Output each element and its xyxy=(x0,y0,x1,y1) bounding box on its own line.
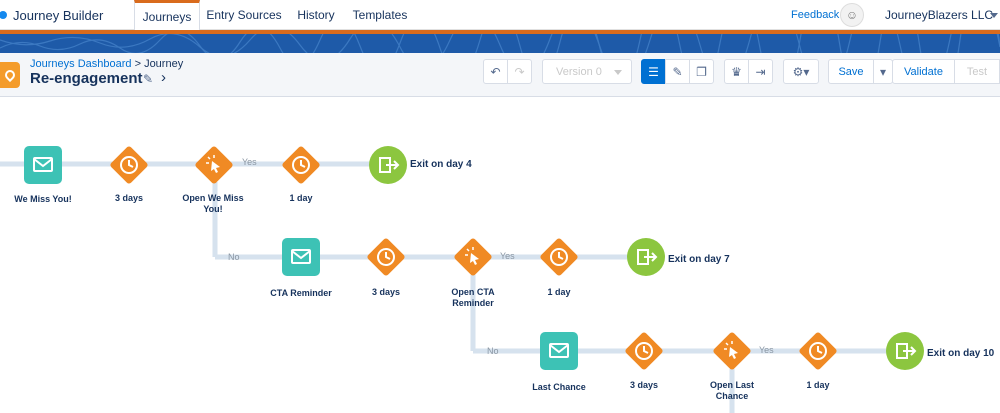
redo-icon: ↷ xyxy=(514,64,525,79)
branch-label-no: No xyxy=(487,346,499,356)
save-button[interactable]: Save xyxy=(828,59,874,84)
wait-activity-1-day-3[interactable] xyxy=(796,329,840,373)
trophy-icon: ♛ xyxy=(731,64,742,79)
node-label: Open CTA Reminder xyxy=(451,287,495,308)
feedback-link[interactable]: Feedback xyxy=(791,9,840,21)
accent-divider xyxy=(0,30,1000,34)
save-menu-button[interactable]: ▾ xyxy=(873,59,893,84)
node-label: Last Chance xyxy=(532,382,586,392)
branch-label-yes: Yes xyxy=(242,157,257,167)
edit-button[interactable]: ✎ xyxy=(665,59,690,84)
pencil-icon[interactable]: ✎ xyxy=(143,72,154,86)
wait-activity-3-days[interactable] xyxy=(107,143,151,187)
node-label: 1 day xyxy=(547,287,571,297)
copy-button[interactable]: ❐ xyxy=(689,59,714,84)
chevron-down-icon[interactable] xyxy=(990,13,998,18)
wait-activity-3-days-2[interactable] xyxy=(364,235,408,279)
app-title: Journey Builder xyxy=(13,7,104,23)
top-nav: Journey Builder Journeys Entry Sources H… xyxy=(0,0,1000,30)
node-label: We Miss You! xyxy=(14,194,72,204)
breadcrumb-dashboard-link[interactable]: Journeys Dashboard xyxy=(30,58,132,70)
email-activity-cta-reminder[interactable] xyxy=(282,238,320,276)
journey-icon xyxy=(0,62,20,88)
filter-button[interactable]: ☰ xyxy=(641,59,666,84)
node-label: CTA Reminder xyxy=(270,288,332,298)
exit-label: Exit on day 10 xyxy=(927,348,995,359)
validate-button[interactable]: Validate xyxy=(892,59,955,84)
page-title: Re-engagement xyxy=(30,70,143,87)
pencil-icon: ✎ xyxy=(672,64,683,79)
breadcrumb-current: Journey xyxy=(144,58,184,70)
app-logo-icon xyxy=(0,11,7,19)
decision-split-open-we-miss-you[interactable] xyxy=(192,143,236,187)
redo-button[interactable]: ↷ xyxy=(507,59,532,84)
node-label: 1 day xyxy=(289,193,313,203)
node-label: 3 days xyxy=(371,287,401,297)
version-value: Version 0 xyxy=(556,65,602,78)
decision-split-open-cta-reminder[interactable] xyxy=(451,235,495,279)
undo-button[interactable]: ↶ xyxy=(483,59,508,84)
breadcrumb-separator: > xyxy=(131,58,145,70)
node-label: 3 days xyxy=(114,193,144,203)
exit-node-day-4[interactable] xyxy=(369,146,407,184)
filter-icon: ☰ xyxy=(648,64,659,79)
chevron-down-icon xyxy=(614,70,622,75)
exit-node-day-7[interactable] xyxy=(627,238,665,276)
node-label: 3 days xyxy=(629,380,659,390)
settings-button[interactable]: ⚙▾ xyxy=(783,59,819,84)
chevron-right-icon[interactable]: › xyxy=(161,69,166,86)
undo-icon: ↶ xyxy=(490,64,501,79)
node-label: 1 day xyxy=(806,380,830,390)
chevron-down-icon: ▾ xyxy=(879,64,887,79)
branch-label-yes: Yes xyxy=(759,345,774,355)
tab-journeys[interactable]: Journeys xyxy=(134,0,200,30)
exit-label: Exit on day 7 xyxy=(668,254,730,265)
test-button[interactable]: Test xyxy=(954,59,1000,84)
email-activity-we-miss-you[interactable] xyxy=(24,146,62,184)
decorative-banner xyxy=(0,34,1000,53)
exit-criteria-button[interactable]: ⇥ xyxy=(748,59,773,84)
branch-label-yes: Yes xyxy=(500,251,515,261)
decision-split-open-last-chance[interactable] xyxy=(710,329,754,373)
wait-activity-1-day[interactable] xyxy=(279,143,323,187)
org-switcher[interactable]: JourneyBlazers LLC xyxy=(885,8,994,22)
breadcrumb: Journeys Dashboard > Journey xyxy=(30,58,183,70)
node-label: Open We Miss You! xyxy=(182,193,244,214)
app-brand[interactable]: Journey Builder xyxy=(0,0,103,30)
tab-history[interactable]: History xyxy=(297,8,335,22)
exit-label: Exit on day 4 xyxy=(410,159,472,170)
branch-label-no: No xyxy=(228,252,240,262)
copy-icon: ❐ xyxy=(696,64,707,79)
node-label: Open Last Chance xyxy=(709,380,754,401)
exit-icon: ⇥ xyxy=(755,64,766,79)
exit-node-day-10[interactable] xyxy=(886,332,924,370)
wait-activity-1-day-2[interactable] xyxy=(537,235,581,279)
goal-button[interactable]: ♛ xyxy=(724,59,749,84)
wait-activity-3-days-3[interactable] xyxy=(622,329,666,373)
tab-entry-sources[interactable]: Entry Sources xyxy=(206,8,282,22)
email-activity-last-chance[interactable] xyxy=(540,332,578,370)
journey-canvas[interactable]: We Miss You! 3 days Open We Miss You! 1 … xyxy=(0,97,1000,413)
gear-icon: ⚙▾ xyxy=(792,64,810,79)
version-select[interactable]: Version 0 xyxy=(542,59,632,84)
tab-templates[interactable]: Templates xyxy=(352,8,408,22)
avatar[interactable]: ☺ xyxy=(840,3,864,27)
